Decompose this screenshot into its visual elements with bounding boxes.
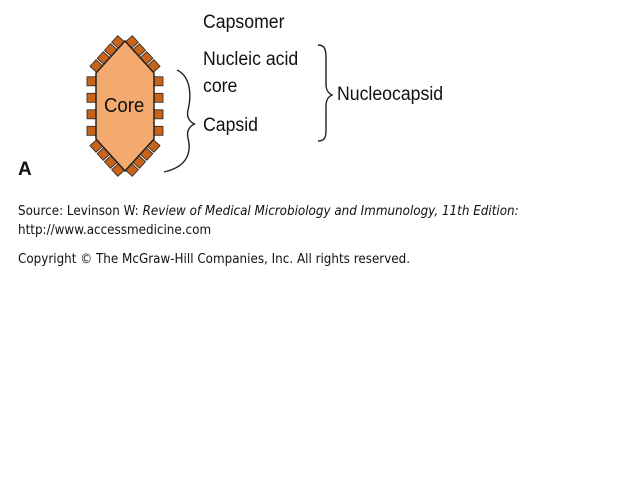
core-label: Core [104,95,144,118]
nucleocapsid-label: Nucleocapsid [337,83,443,106]
capsid-label: Capsid [203,114,258,137]
virus-structure-figure [0,0,638,200]
capsomer-block [87,93,96,102]
capsomer-label: Capsomer [203,11,285,34]
capsomer-block [154,93,163,102]
capsomer-block [154,126,163,135]
copyright-notice: Copyright © The McGraw-Hill Companies, I… [18,252,410,268]
capsomer-block [154,110,163,119]
capsomer-block [87,110,96,119]
capsomer-block [87,77,96,86]
nucleocapsid-brace [318,45,332,141]
source-citation: Source: Levinson W: Review of Medical Mi… [18,204,519,220]
nucleic-acid-core-label: core [203,75,237,98]
source-prefix: Source: Levinson W: [18,204,143,219]
panel-label: A [18,158,32,181]
source-url: http://www.accessmedicine.com [18,223,211,239]
source-title: Review of Medical Microbiology and Immun… [143,204,519,219]
nucleic-acid-label: Nucleic acid [203,48,298,71]
capsid-brace [164,70,195,172]
capsomer-block [154,77,163,86]
capsomer-block [87,126,96,135]
virus-structure-diagram [0,0,638,200]
